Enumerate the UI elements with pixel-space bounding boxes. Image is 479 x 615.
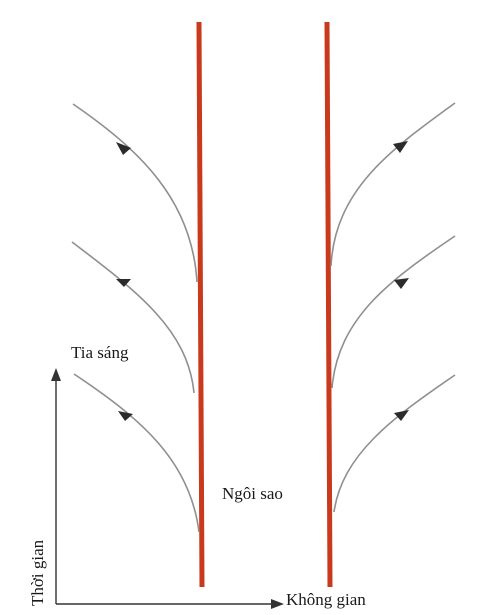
space-axis-label: Không gian bbox=[286, 590, 366, 609]
time-axis-label: Thời gian bbox=[28, 539, 47, 606]
ray-arrow-icon bbox=[393, 141, 408, 153]
light-ray-right-top bbox=[330, 102, 456, 267]
ray-arrow-icon bbox=[116, 142, 131, 155]
ray-arrow-icon bbox=[394, 278, 409, 289]
time-axis-arrow-icon bbox=[51, 368, 61, 381]
star-worldline-left bbox=[196, 21, 205, 588]
light-ray-left-top bbox=[72, 103, 198, 283]
ray-arrow-icon bbox=[116, 279, 131, 287]
light-ray-left-middle bbox=[71, 241, 195, 394]
ray-arrow-icon bbox=[118, 411, 133, 421]
light-ray-left-bottom bbox=[73, 373, 200, 533]
star-worldline-right bbox=[324, 21, 333, 588]
star-label: Ngôi sao bbox=[222, 484, 283, 503]
space-axis-arrow-icon bbox=[271, 599, 284, 609]
light-ray-right-middle bbox=[331, 235, 456, 389]
light-ray-right-bottom bbox=[333, 374, 456, 513]
ray-arrow-icon bbox=[394, 410, 409, 421]
light-ray-label: Tia sáng bbox=[71, 343, 129, 362]
